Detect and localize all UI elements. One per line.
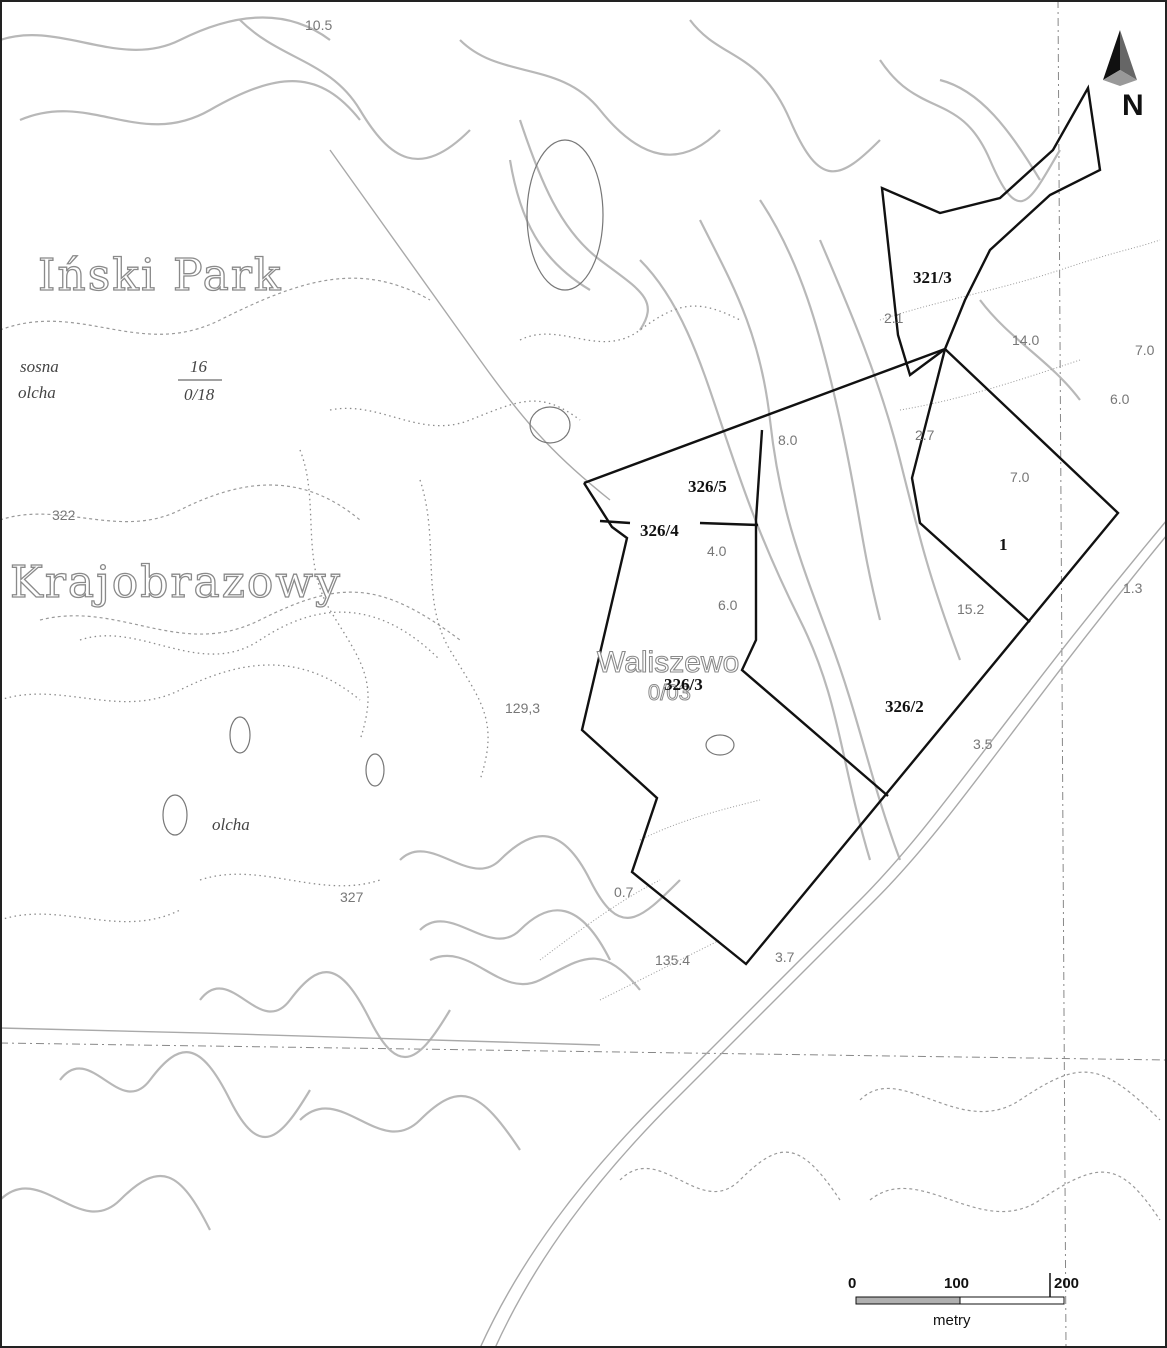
plot-label-326-5: 326/5 [688, 477, 727, 496]
scale-label-end: 200 [1054, 1275, 1079, 1292]
parcel-boundaries [580, 84, 1120, 966]
map-number: 3.5 [973, 736, 993, 752]
map-number: 6.0 [1110, 391, 1130, 407]
map-number: 0.7 [614, 884, 634, 900]
plot-label-1: 1 [999, 535, 1008, 554]
park-name-line2: Krajobrazowy [10, 557, 342, 608]
scale-unit: metry [933, 1312, 971, 1329]
plot-label-326-2: 326/2 [885, 697, 924, 716]
park-name-line1: Iński Park [38, 250, 283, 301]
map-number: 327 [340, 889, 364, 905]
map-number: 4.0 [707, 543, 727, 559]
map-number: 322 [52, 507, 76, 523]
scale-bar: 0 100 200 metry [848, 1273, 1079, 1329]
north-letter: N [1122, 89, 1144, 122]
map-numbers: 322 327 129,3 14.0 7.0 6.0 8.0 7.0 4.0 6… [52, 17, 1155, 968]
village-code: 0/03 [648, 680, 691, 705]
village-name: Waliszewo [597, 646, 739, 679]
north-arrow-icon: N [1103, 30, 1144, 122]
scale-label-mid: 100 [944, 1275, 969, 1292]
alder-note: olcha [212, 815, 250, 834]
map-number: 6.0 [718, 597, 738, 613]
slope-hatching [539, 239, 1161, 1001]
map-number: 1.3 [1123, 580, 1143, 596]
scale-label-start: 0 [848, 1275, 856, 1292]
contour-lines [0, 16, 1161, 1231]
plot-label-326-4: 326/4 [640, 521, 679, 540]
roads [0, 149, 1167, 1348]
plot-label-321-3: 321/3 [913, 268, 952, 287]
map-number: 14.0 [1012, 332, 1039, 348]
map-number: 129,3 [505, 700, 540, 716]
map-number: 15.2 [957, 601, 984, 617]
forest-species-top: sosna [20, 357, 59, 376]
map-number: 2.7 [915, 427, 935, 443]
map-number: 8.0 [778, 432, 798, 448]
plot-label-326-3: 326/3 [664, 675, 703, 694]
forest-species-bottom: olcha [18, 383, 56, 402]
map-number: 2.1 [884, 310, 904, 326]
forest-ratio: 0/18 [184, 385, 215, 404]
map-number: 7.0 [1135, 342, 1155, 358]
map-number: 10.5 [305, 17, 332, 33]
map-number: 3.7 [775, 949, 795, 965]
forest-height: 16 [190, 357, 208, 376]
ponds [162, 139, 735, 836]
map-number: 7.0 [1010, 469, 1030, 485]
map-number: 135.4 [655, 952, 690, 968]
